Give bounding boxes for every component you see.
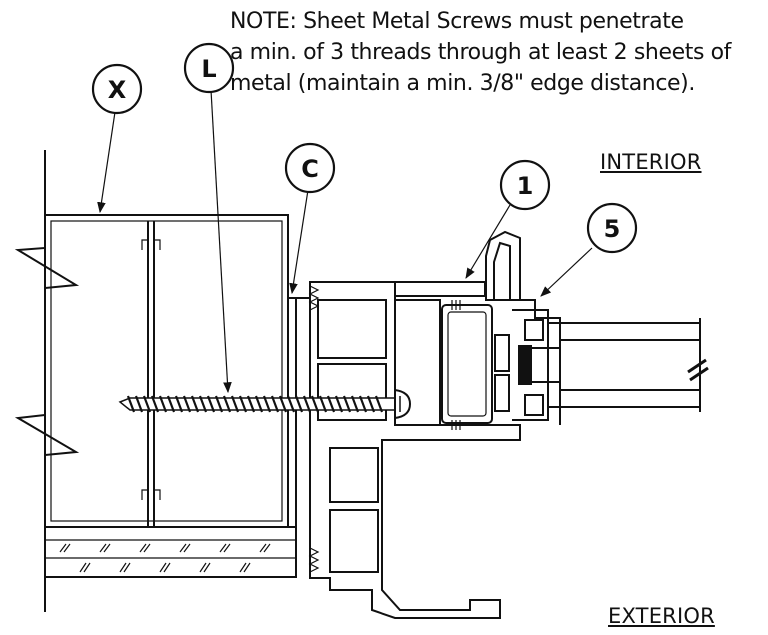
- callout-1: 1: [499, 159, 551, 211]
- spacer: [518, 345, 532, 385]
- exterior-label: EXTERIOR: [608, 604, 715, 628]
- callout-x-label: X: [108, 76, 127, 104]
- screw-threads: [126, 395, 384, 413]
- callout-5-label: 5: [604, 215, 621, 243]
- leader-lines: [97, 89, 593, 394]
- framing-outer: [44, 214, 289, 528]
- note-line-1: NOTE: Sheet Metal Screws must penetrate: [230, 9, 684, 34]
- wall-break-line: [14, 150, 80, 612]
- stud-divider: [147, 221, 155, 527]
- callout-1-label: 1: [517, 172, 534, 200]
- callout-c-label: C: [301, 155, 319, 183]
- callout-l: L: [183, 42, 235, 94]
- note-line-2: a min. of 3 threads through at least 2 s…: [230, 40, 732, 65]
- note-line-3: metal (maintain a min. 3/8" edge distanc…: [230, 71, 695, 96]
- wall-substrate: [14, 150, 297, 612]
- glazing-pocket: [441, 304, 493, 424]
- callout-c: C: [284, 142, 336, 194]
- callout-5: 5: [586, 202, 638, 254]
- sheet-metal-screw: [118, 388, 412, 420]
- framing-inner: [50, 220, 283, 522]
- screw-head: [394, 388, 412, 420]
- insulating-glass: [518, 318, 709, 412]
- window-frame: [308, 230, 561, 619]
- screw-penetration-note: NOTE: Sheet Metal Screws must penetrate …: [230, 6, 764, 99]
- sill-band: [44, 526, 297, 578]
- interior-stop: [485, 230, 521, 301]
- interior-label: INTERIOR: [600, 150, 702, 174]
- callout-l-label: L: [201, 55, 216, 83]
- shim-gap: [287, 215, 310, 577]
- callout-x: X: [91, 63, 143, 115]
- sill-hatch: [59, 543, 271, 573]
- frame-outline: [309, 281, 521, 619]
- glass-break-mark: [687, 358, 709, 382]
